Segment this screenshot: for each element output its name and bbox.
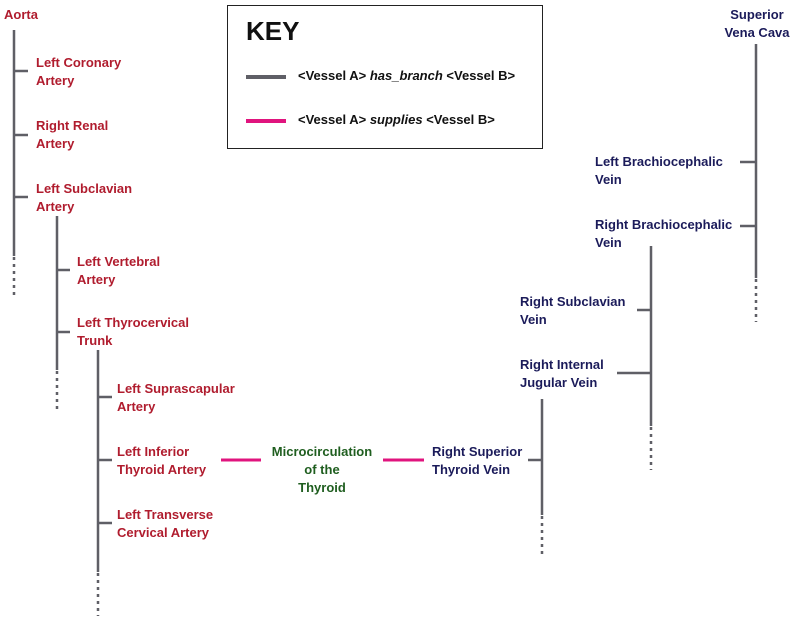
node-left-transverse-cervical-artery-line2: Cervical Artery	[117, 525, 210, 540]
node-microcirculation-line2: of the	[304, 462, 340, 477]
node-left-vertebral-artery-line1: Left Vertebral	[77, 254, 161, 269]
node-aorta-label: Aorta	[4, 7, 38, 22]
node-left-coronary-artery-line1: Left Coronary	[36, 55, 122, 70]
node-left-coronary-artery: Left Coronary Artery	[36, 54, 121, 90]
legend-supply-subject: <Vessel A>	[298, 112, 367, 127]
node-right-internal-jugular-vein: Right Internal Jugular Vein	[520, 356, 604, 392]
node-microcirculation-line1: Microcirculation	[271, 444, 373, 459]
node-right-superior-thyroid-vein-line2: Thyroid Vein	[432, 462, 511, 477]
node-right-internal-jugular-vein-line1: Right Internal	[520, 357, 604, 372]
node-left-suprascapular-artery: Left Suprascapular Artery	[117, 380, 235, 416]
node-right-subclavian-vein-line2: Vein	[520, 312, 547, 327]
node-right-renal-artery-line1: Right Renal	[36, 118, 109, 133]
node-left-vertebral-artery-line2: Artery	[77, 272, 116, 287]
node-left-vertebral-artery: Left Vertebral Artery	[77, 253, 160, 289]
node-left-brachiocephalic-vein-line2: Vein	[595, 172, 622, 187]
node-left-subclavian-artery-line1: Left Subclavian	[36, 181, 133, 196]
node-right-internal-jugular-vein-line2: Jugular Vein	[520, 375, 598, 390]
node-left-inferior-thyroid-artery-line2: Thyroid Artery	[117, 462, 207, 477]
node-right-renal-artery: Right Renal Artery	[36, 117, 108, 153]
legend-supply-swatch	[246, 119, 286, 123]
node-left-inferior-thyroid-artery-line1: Left Inferior	[117, 444, 190, 459]
node-microcirculation-line3: Thyroid	[298, 480, 346, 495]
legend-branch-swatch	[246, 75, 286, 79]
legend-branch-relation: has_branch	[369, 68, 443, 83]
node-right-brachiocephalic-vein: Right Brachiocephalic Vein	[595, 216, 732, 252]
node-superior-vena-cava-line1: Superior	[730, 7, 784, 22]
node-right-brachiocephalic-vein-line1: Right Brachiocephalic	[595, 217, 733, 232]
node-aorta: Aorta	[4, 6, 38, 24]
node-left-subclavian-artery-line2: Artery	[36, 199, 75, 214]
node-left-brachiocephalic-vein: Left Brachiocephalic Vein	[595, 153, 723, 189]
node-right-subclavian-vein-line1: Right Subclavian	[520, 294, 626, 309]
legend-title: KEY	[246, 16, 300, 46]
node-right-superior-thyroid-vein: Right Superior Thyroid Vein	[432, 443, 522, 479]
node-right-brachiocephalic-vein-line2: Vein	[595, 235, 622, 250]
legend-branch-text: <Vessel A> has_branch <Vessel B>	[298, 68, 515, 83]
node-left-brachiocephalic-vein-line1: Left Brachiocephalic	[595, 154, 723, 169]
node-left-inferior-thyroid-artery: Left Inferior Thyroid Artery	[117, 443, 206, 479]
node-left-thyrocervical-trunk-line2: Trunk	[77, 333, 113, 348]
legend-branch-object: <Vessel B>	[446, 68, 516, 83]
node-superior-vena-cava: Superior Vena Cava	[718, 6, 796, 42]
node-left-thyrocervical-trunk-line1: Left Thyrocervical	[77, 315, 189, 330]
node-left-subclavian-artery: Left Subclavian Artery	[36, 180, 132, 216]
node-left-transverse-cervical-artery: Left Transverse Cervical Artery	[117, 506, 213, 542]
node-microcirculation-of-thyroid: Microcirculation of the Thyroid	[262, 443, 382, 497]
legend-supply-relation: supplies	[369, 112, 423, 127]
legend-box: KEY <Vessel A> has_branch <Vessel B> <Ve…	[227, 5, 543, 149]
legend-supply-text: <Vessel A> supplies <Vessel B>	[298, 112, 495, 127]
node-right-subclavian-vein: Right Subclavian Vein	[520, 293, 625, 329]
node-left-coronary-artery-line2: Artery	[36, 73, 75, 88]
node-right-superior-thyroid-vein-line1: Right Superior	[432, 444, 523, 459]
legend-supply-object: <Vessel B>	[426, 112, 495, 127]
node-superior-vena-cava-line2: Vena Cava	[724, 25, 790, 40]
node-left-thyrocervical-trunk: Left Thyrocervical Trunk	[77, 314, 189, 350]
legend-branch-subject: <Vessel A>	[298, 68, 367, 83]
node-right-renal-artery-line2: Artery	[36, 136, 75, 151]
node-left-suprascapular-artery-line2: Artery	[117, 399, 156, 414]
node-left-transverse-cervical-artery-line1: Left Transverse	[117, 507, 214, 522]
node-left-suprascapular-artery-line1: Left Suprascapular	[117, 381, 235, 396]
